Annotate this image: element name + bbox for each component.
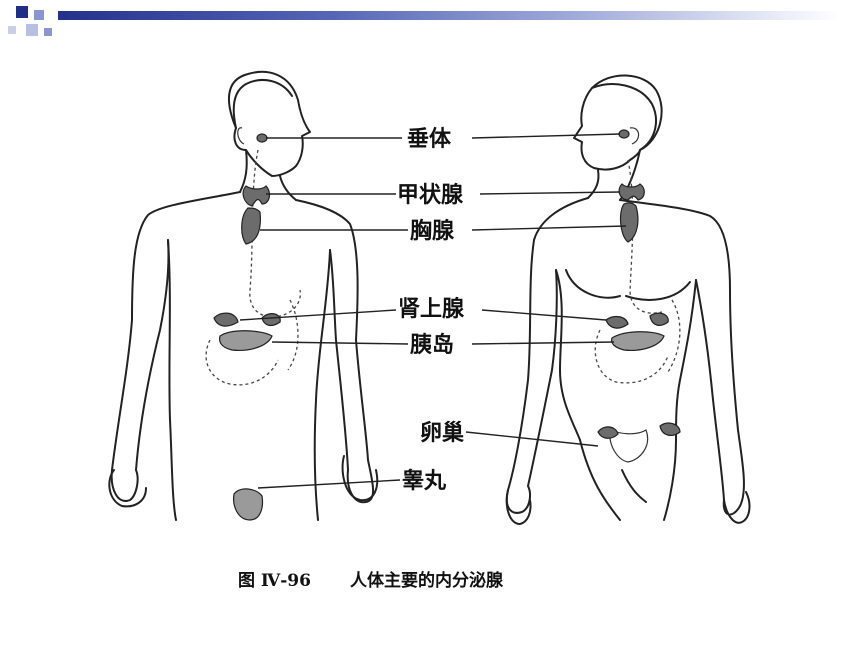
label-islets: 胰岛 [410,332,454,358]
female-left-hand [505,489,532,525]
label-thyroid: 甲状腺 [397,183,464,208]
male-pancreas-islets [219,330,273,351]
male-adrenal-gland [213,312,281,327]
female-thyroid-gland [618,183,645,201]
female-pituitary-gland [618,129,630,139]
male-pituitary-gland [256,133,268,143]
female-body-left [505,197,589,514]
female-figure [505,74,751,525]
male-body-left [110,191,241,502]
deco-square-dark [16,6,28,18]
label-testis: 睾丸 [402,468,447,494]
male-testis [233,488,264,521]
deco-square-light-2 [8,26,16,34]
deco-gradient-bar [58,11,838,20]
male-left-fist [108,469,147,508]
female-breasts [565,269,691,301]
female-hips [579,439,677,521]
male-digestive-tract [205,149,302,386]
female-ovary-left [597,426,619,439]
male-right-fist [341,455,379,502]
male-torso-right [313,249,331,521]
leader-adrenal-female [481,309,607,321]
label-ovary: 卵巢 [420,420,464,446]
female-waist-right [675,279,697,441]
label-pituitary: 垂体 [407,127,452,152]
male-neck [239,149,297,201]
male-hair [232,79,293,129]
figure-caption: 图 Ⅳ-96 人体主要的内分泌腺 [238,570,504,591]
leader-thymus-female [471,225,627,231]
female-pancreas-islets [611,331,665,351]
caption-title: 人体主要的内分泌腺 [350,570,504,591]
leader-islets-female [471,341,615,345]
caption-number: 图 Ⅳ-96 [238,571,311,591]
female-right-hand [723,491,751,524]
gland-labels: 垂体 甲状腺 胸腺 肾上腺 胰岛 卵巢 睾丸 [397,127,465,494]
male-torso-left [167,239,177,521]
male-head-outline [227,70,311,177]
female-adrenal-gland [605,312,669,329]
female-thymus-gland [619,202,639,243]
leader-adrenal-male [239,309,397,321]
female-waist-left [555,269,581,441]
female-ovary-right [659,422,681,436]
leader-lines [239,133,627,489]
male-ear [237,127,245,145]
male-body-right [295,199,374,504]
leader-testis [257,479,401,489]
label-adrenal: 肾上腺 [398,297,465,322]
female-body-right [619,199,745,516]
label-thymus: 胸腺 [410,218,455,244]
female-hair [591,83,657,201]
leader-thyroid-female [479,191,621,195]
male-thymus-gland [241,207,261,245]
male-thyroid-gland [242,185,271,207]
deco-square-light [26,24,38,36]
female-uterus [609,429,649,463]
leader-pituitary-female [471,133,621,139]
female-head-outline [573,74,663,171]
leader-ovary [465,431,599,447]
deco-square-mid-2 [44,28,52,36]
male-figure [108,70,379,521]
female-neck [587,169,600,199]
female-ear [629,127,640,145]
deco-square-mid [34,10,44,20]
leader-islets-male [271,341,409,345]
